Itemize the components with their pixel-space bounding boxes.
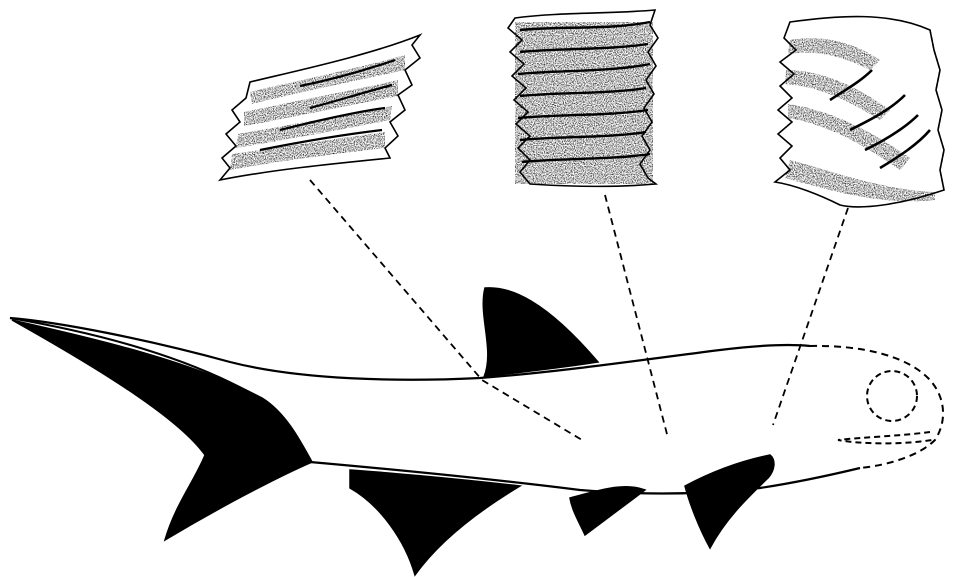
pectoral-fin [685, 455, 774, 548]
pelvic-fin [570, 487, 645, 535]
scale-inset-middle [508, 10, 658, 186]
leader-line-anterior [773, 208, 848, 425]
caudal-fin-lower-lobe [12, 320, 312, 540]
eye-outline-dashed [867, 371, 917, 421]
anal-fin [350, 470, 520, 575]
mouth-outline-dashed [838, 432, 932, 443]
scale-inset-posterior [220, 35, 420, 180]
head-outline-dashed [810, 346, 943, 468]
leader-line-middle [605, 195, 668, 438]
dorsal-fin [483, 288, 598, 377]
fish-body [10, 288, 943, 575]
scale-inset-anterior [775, 17, 944, 207]
leader-lines [310, 180, 848, 440]
